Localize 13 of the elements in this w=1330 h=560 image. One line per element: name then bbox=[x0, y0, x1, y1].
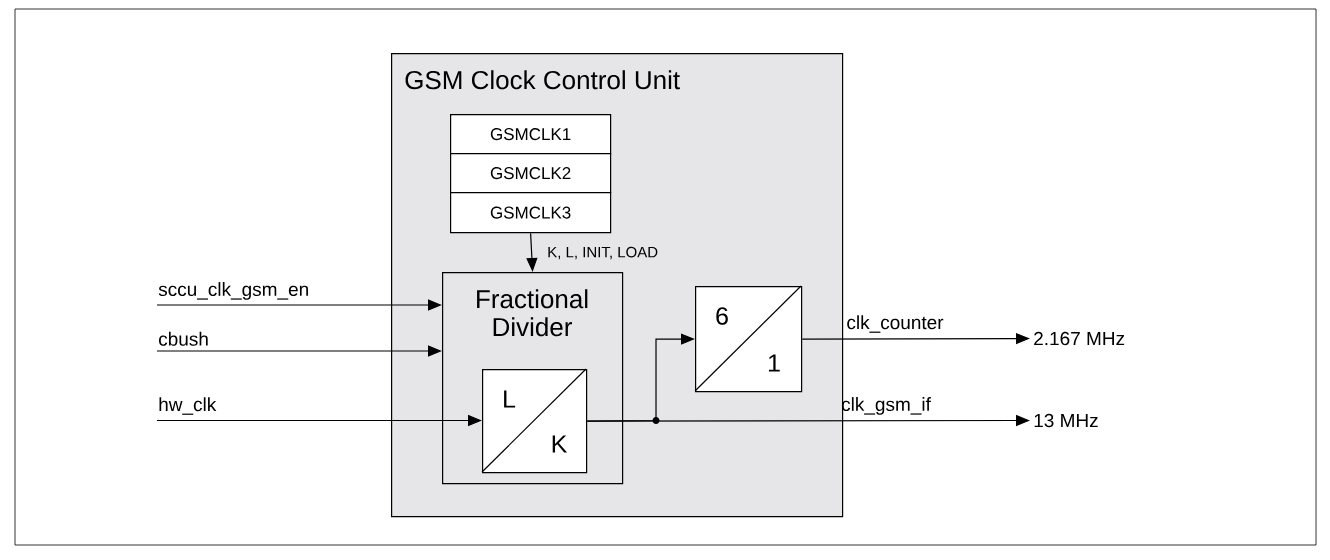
signal-label: K, L, INIT, LOAD bbox=[548, 246, 658, 260]
signal-label: sccu_clk_gsm_en bbox=[158, 282, 308, 300]
divider-box: L K bbox=[481, 368, 588, 474]
signal-label: clk_gsm_if bbox=[841, 397, 931, 415]
register-box: GSMCLK2 bbox=[450, 153, 612, 194]
frequency-label: 2.167 MHz bbox=[1034, 331, 1125, 346]
signal-label: cbush bbox=[159, 331, 208, 346]
divider-box: 6 1 bbox=[694, 285, 803, 393]
register-box: GSMCLK1 bbox=[450, 114, 612, 155]
frequency-label: 13 MHz bbox=[1034, 413, 1098, 428]
signal-label: hw_clk bbox=[159, 397, 217, 415]
signal-label: clk_counter bbox=[847, 315, 944, 333]
register-box: GSMCLK3 bbox=[450, 192, 612, 234]
